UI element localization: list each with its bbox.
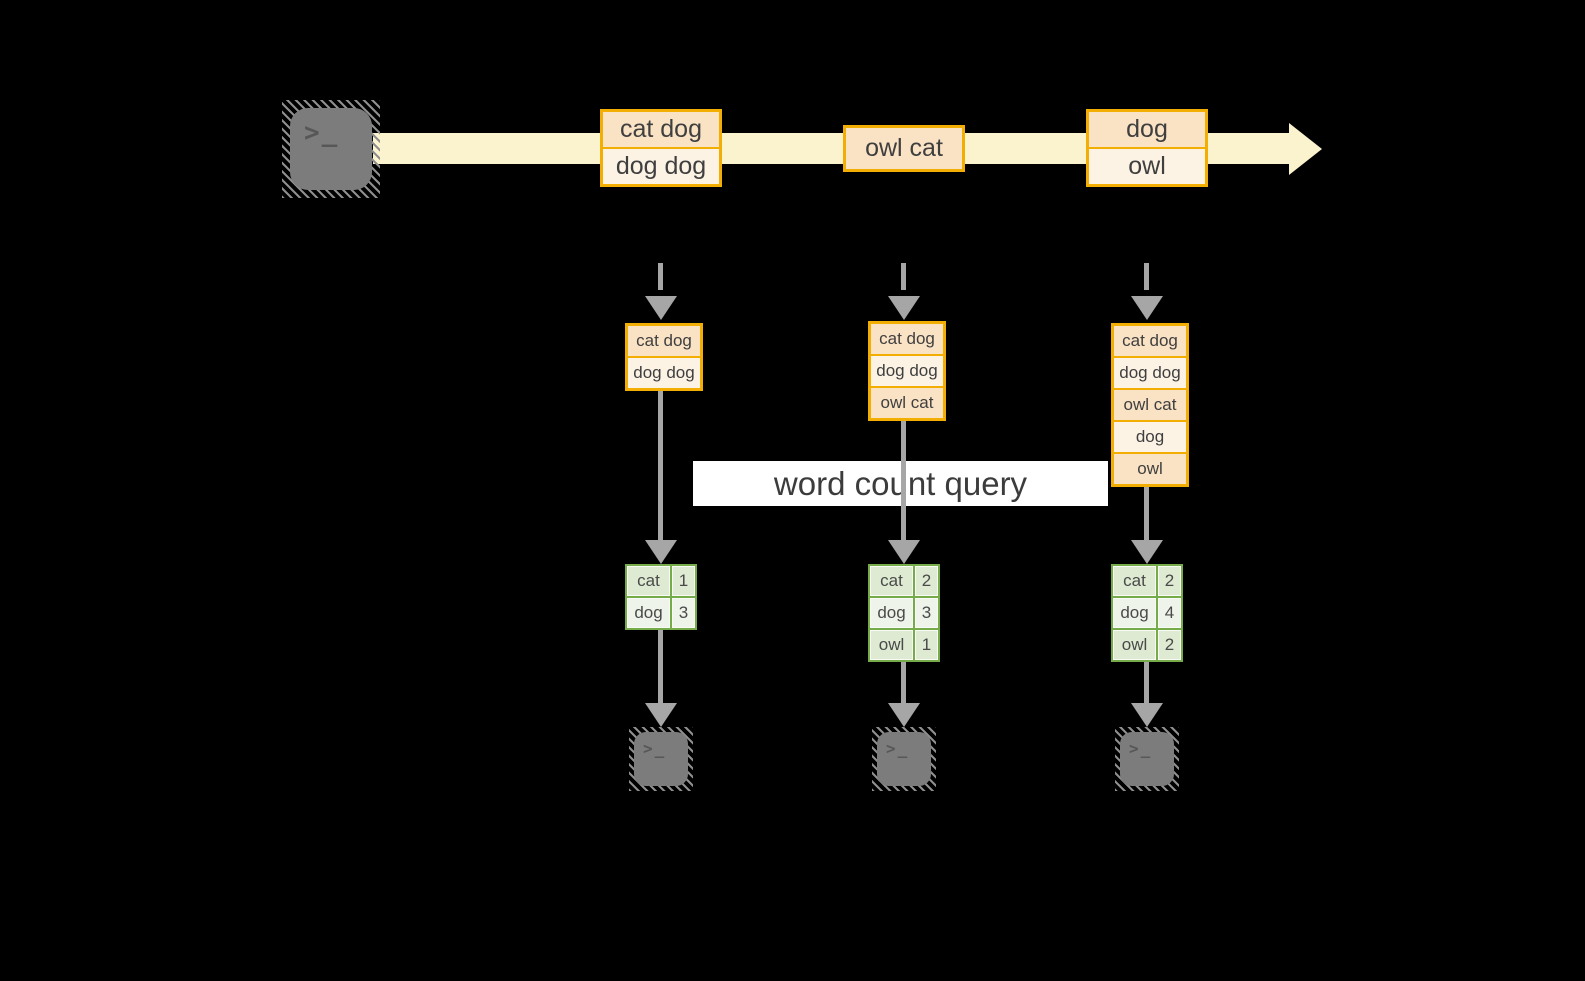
buffer-cell: dog [1114, 422, 1186, 452]
query-arrow-head-icon [1131, 540, 1163, 564]
terminal-screen: >_ [1120, 732, 1174, 786]
output-arrow-line [901, 662, 906, 703]
dashed-arrow-line [1144, 263, 1149, 290]
count-word: dog [1113, 598, 1156, 628]
count-value: 3 [672, 598, 695, 628]
count-value: 2 [1158, 566, 1181, 596]
output-arrow-line [658, 630, 663, 703]
query-arrow-line [658, 391, 663, 540]
query-arrow-line [1144, 487, 1149, 540]
terminal-screen: >_ [634, 732, 688, 786]
terminal-prompt: >_ [886, 739, 910, 758]
output-terminal-icon-2: >_ [872, 727, 936, 791]
count-value: 1 [915, 630, 938, 660]
count-word: cat [870, 566, 913, 596]
buffer-cell: cat dog [1114, 326, 1186, 356]
count-value: 2 [915, 566, 938, 596]
stream-arrowhead-icon [1289, 123, 1322, 175]
query-arrow-line [901, 421, 906, 540]
buffer-stack-1: cat dog dog dog [625, 323, 703, 391]
record-cell: owl [1089, 149, 1205, 184]
buffer-cell: dog dog [871, 356, 943, 386]
terminal-screen: >_ [290, 108, 372, 190]
dashed-arrow-line [901, 263, 906, 290]
count-word: dog [627, 598, 670, 628]
count-table-1: cat 1 dog 3 [625, 564, 697, 630]
dashed-arrow-line [658, 263, 663, 290]
record-cell: cat dog [603, 112, 719, 147]
count-word: cat [1113, 566, 1156, 596]
buffer-cell: owl cat [1114, 390, 1186, 420]
dashed-arrow-head-icon [1131, 296, 1163, 320]
buffer-cell: dog dog [628, 358, 700, 388]
record-cell: dog [1089, 112, 1205, 147]
terminal-prompt: >_ [304, 118, 340, 148]
count-word: dog [870, 598, 913, 628]
terminal-prompt: >_ [643, 739, 667, 758]
dashed-arrow-head-icon [645, 296, 677, 320]
count-value: 1 [672, 566, 695, 596]
dashed-arrow-head-icon [888, 296, 920, 320]
buffer-cell: cat dog [628, 326, 700, 356]
terminal-screen: >_ [877, 732, 931, 786]
stream-record-3: dog owl [1086, 109, 1208, 187]
stream-record-1: cat dog dog dog [600, 109, 722, 187]
count-word: owl [1113, 630, 1156, 660]
record-cell: dog dog [603, 149, 719, 184]
output-arrow-line [1144, 662, 1149, 703]
count-table-2: cat 2 dog 3 owl 1 [868, 564, 940, 662]
buffer-cell: cat dog [871, 324, 943, 354]
count-word: owl [870, 630, 913, 660]
count-table-3: cat 2 dog 4 owl 2 [1111, 564, 1183, 662]
record-cell: owl cat [846, 128, 962, 169]
output-arrow-head-icon [1131, 703, 1163, 727]
buffer-cell: dog dog [1114, 358, 1186, 388]
output-terminal-icon-1: >_ [629, 727, 693, 791]
buffer-cell: owl [1114, 454, 1186, 484]
buffer-stack-3: cat dog dog dog owl cat dog owl [1111, 323, 1189, 487]
output-arrow-head-icon [888, 703, 920, 727]
terminal-prompt: >_ [1129, 739, 1153, 758]
buffer-cell: owl cat [871, 388, 943, 418]
buffer-stack-2: cat dog dog dog owl cat [868, 321, 946, 421]
count-value: 4 [1158, 598, 1181, 628]
count-word: cat [627, 566, 670, 596]
query-label: word count query [693, 461, 1108, 506]
count-value: 2 [1158, 630, 1181, 660]
query-arrow-head-icon [645, 540, 677, 564]
output-arrow-head-icon [645, 703, 677, 727]
query-arrow-head-icon [888, 540, 920, 564]
output-terminal-icon-3: >_ [1115, 727, 1179, 791]
stream-record-2: owl cat [843, 125, 965, 172]
source-terminal-icon: >_ [282, 100, 380, 198]
count-value: 3 [915, 598, 938, 628]
